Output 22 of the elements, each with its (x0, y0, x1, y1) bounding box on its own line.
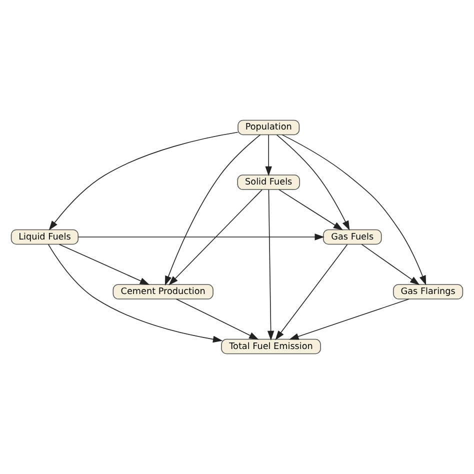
arrow (275, 244, 348, 340)
arrow (289, 298, 410, 340)
node-box: Population (238, 120, 300, 136)
arrow (48, 132, 238, 230)
arrow (78, 234, 324, 240)
arrow (276, 134, 350, 230)
node-box: Solid Fuels (237, 174, 300, 190)
node-box: Gas Flarings (393, 284, 464, 300)
arrow (278, 189, 344, 230)
node-box: Total Fuel Emission (221, 338, 321, 354)
arrow (164, 134, 261, 286)
node-box: Gas Fuels (322, 229, 382, 245)
arrow (267, 189, 274, 340)
arrow (48, 244, 223, 343)
arrow (168, 189, 262, 286)
node-box: Liquid Fuels (10, 229, 79, 245)
node-box: Cement Production (112, 284, 214, 300)
arrow (58, 244, 150, 285)
arrow (176, 298, 259, 340)
arrow (282, 134, 426, 286)
arrow (265, 134, 272, 176)
arrow (361, 244, 420, 286)
